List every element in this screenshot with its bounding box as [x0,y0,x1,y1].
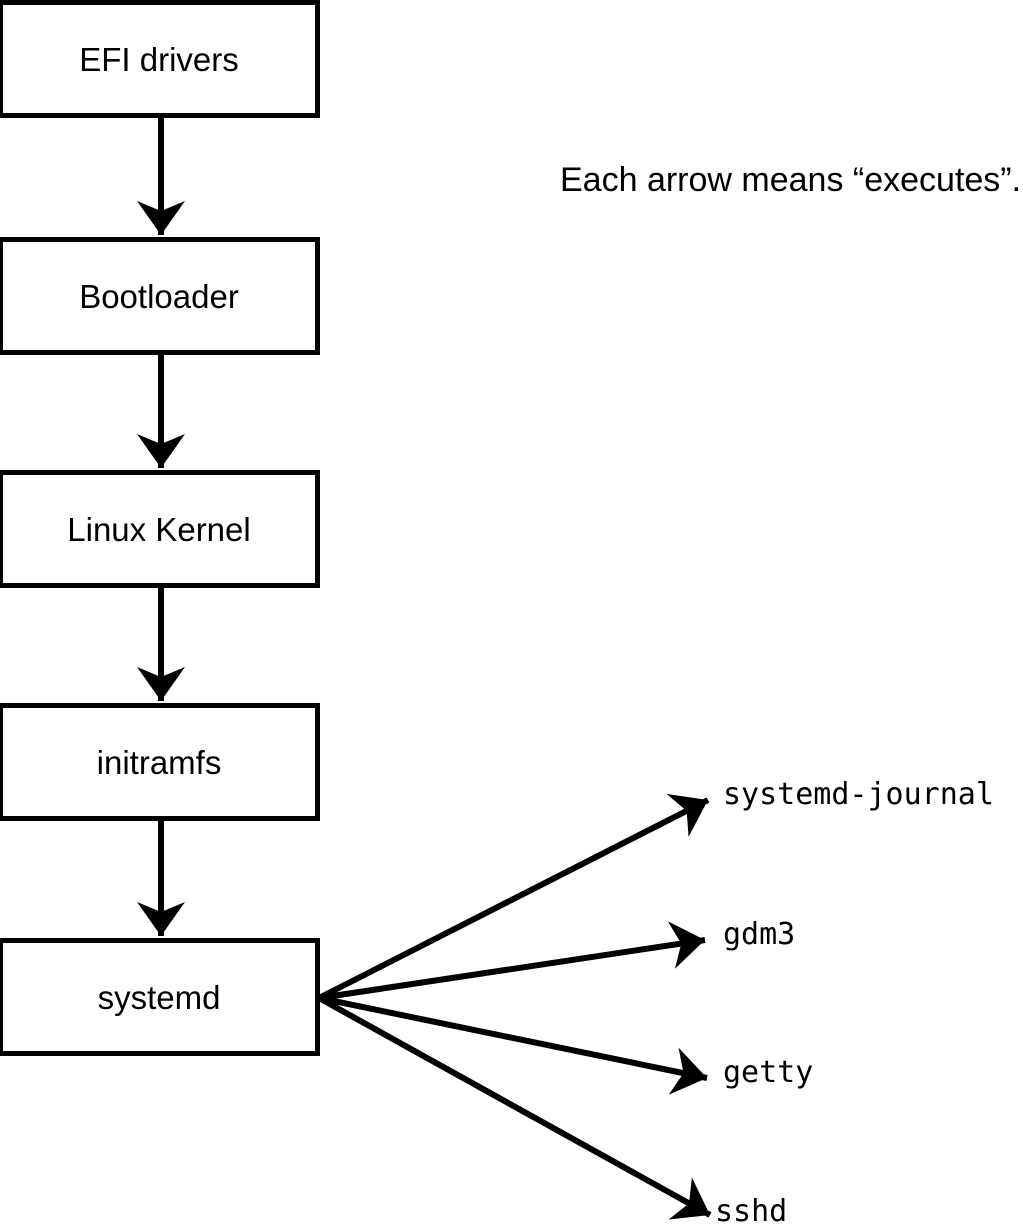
process-label-systemd-journal: systemd-journal [723,777,994,812]
box-bootloader: Bootloader [0,237,320,355]
box-linux-kernel-label: Linux Kernel [67,510,251,548]
box-linux-kernel: Linux Kernel [0,470,320,588]
box-efi-drivers: EFI drivers [0,0,320,118]
box-systemd: systemd [0,938,320,1056]
arrow-systemd-to-journal [317,794,710,1001]
box-systemd-label: systemd [97,978,221,1016]
process-label-gdm3: gdm3 [723,917,796,952]
process-label-getty: getty [723,1055,814,1090]
box-bootloader-label: Bootloader [79,277,239,315]
box-initramfs-label: initramfs [96,743,222,781]
arrow-systemd-to-sshd [317,995,712,1220]
process-label-sshd: sshd [715,1194,788,1229]
arrow-systemd-to-getty [318,995,708,1095]
arrow-meaning-note: Each arrow means “executes”. [560,161,1022,199]
box-initramfs: initramfs [0,703,320,821]
arrow-systemd-to-gdm3 [318,921,706,1001]
box-efi-drivers-label: EFI drivers [79,40,239,78]
